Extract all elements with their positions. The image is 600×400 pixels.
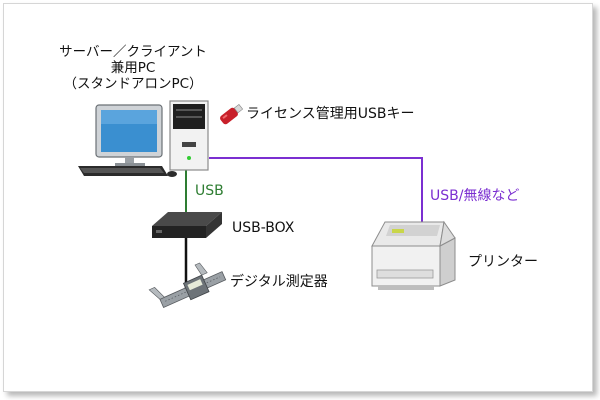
pc-label: サーバー／クライアント 兼用PC （スタンドアロンPC） — [48, 44, 218, 92]
usb-key-label: ライセンス管理用USBキー — [246, 106, 415, 122]
printer-link-label: USB/無線など — [430, 188, 520, 204]
usb-box-icon — [152, 212, 222, 238]
pc-label-line-1: サーバー／クライアント — [59, 44, 207, 60]
pc-label-line-3: （スタンドアロンPC） — [63, 76, 203, 92]
device-label: デジタル測定器 — [230, 274, 328, 290]
keyboard-icon — [78, 166, 177, 177]
diagram-frame — [3, 3, 593, 392]
usb-link-label: USB — [195, 183, 224, 199]
printer-icon — [371, 220, 456, 290]
printer-label: プリンター — [468, 254, 538, 270]
usb-key-icon — [220, 103, 244, 125]
pc-label-line-2: 兼用PC — [110, 60, 156, 76]
pc-tower-icon — [169, 100, 209, 171]
usb-box-label: USB-BOX — [232, 220, 295, 236]
monitor-icon — [95, 104, 163, 167]
digital-caliper-icon — [148, 262, 227, 309]
